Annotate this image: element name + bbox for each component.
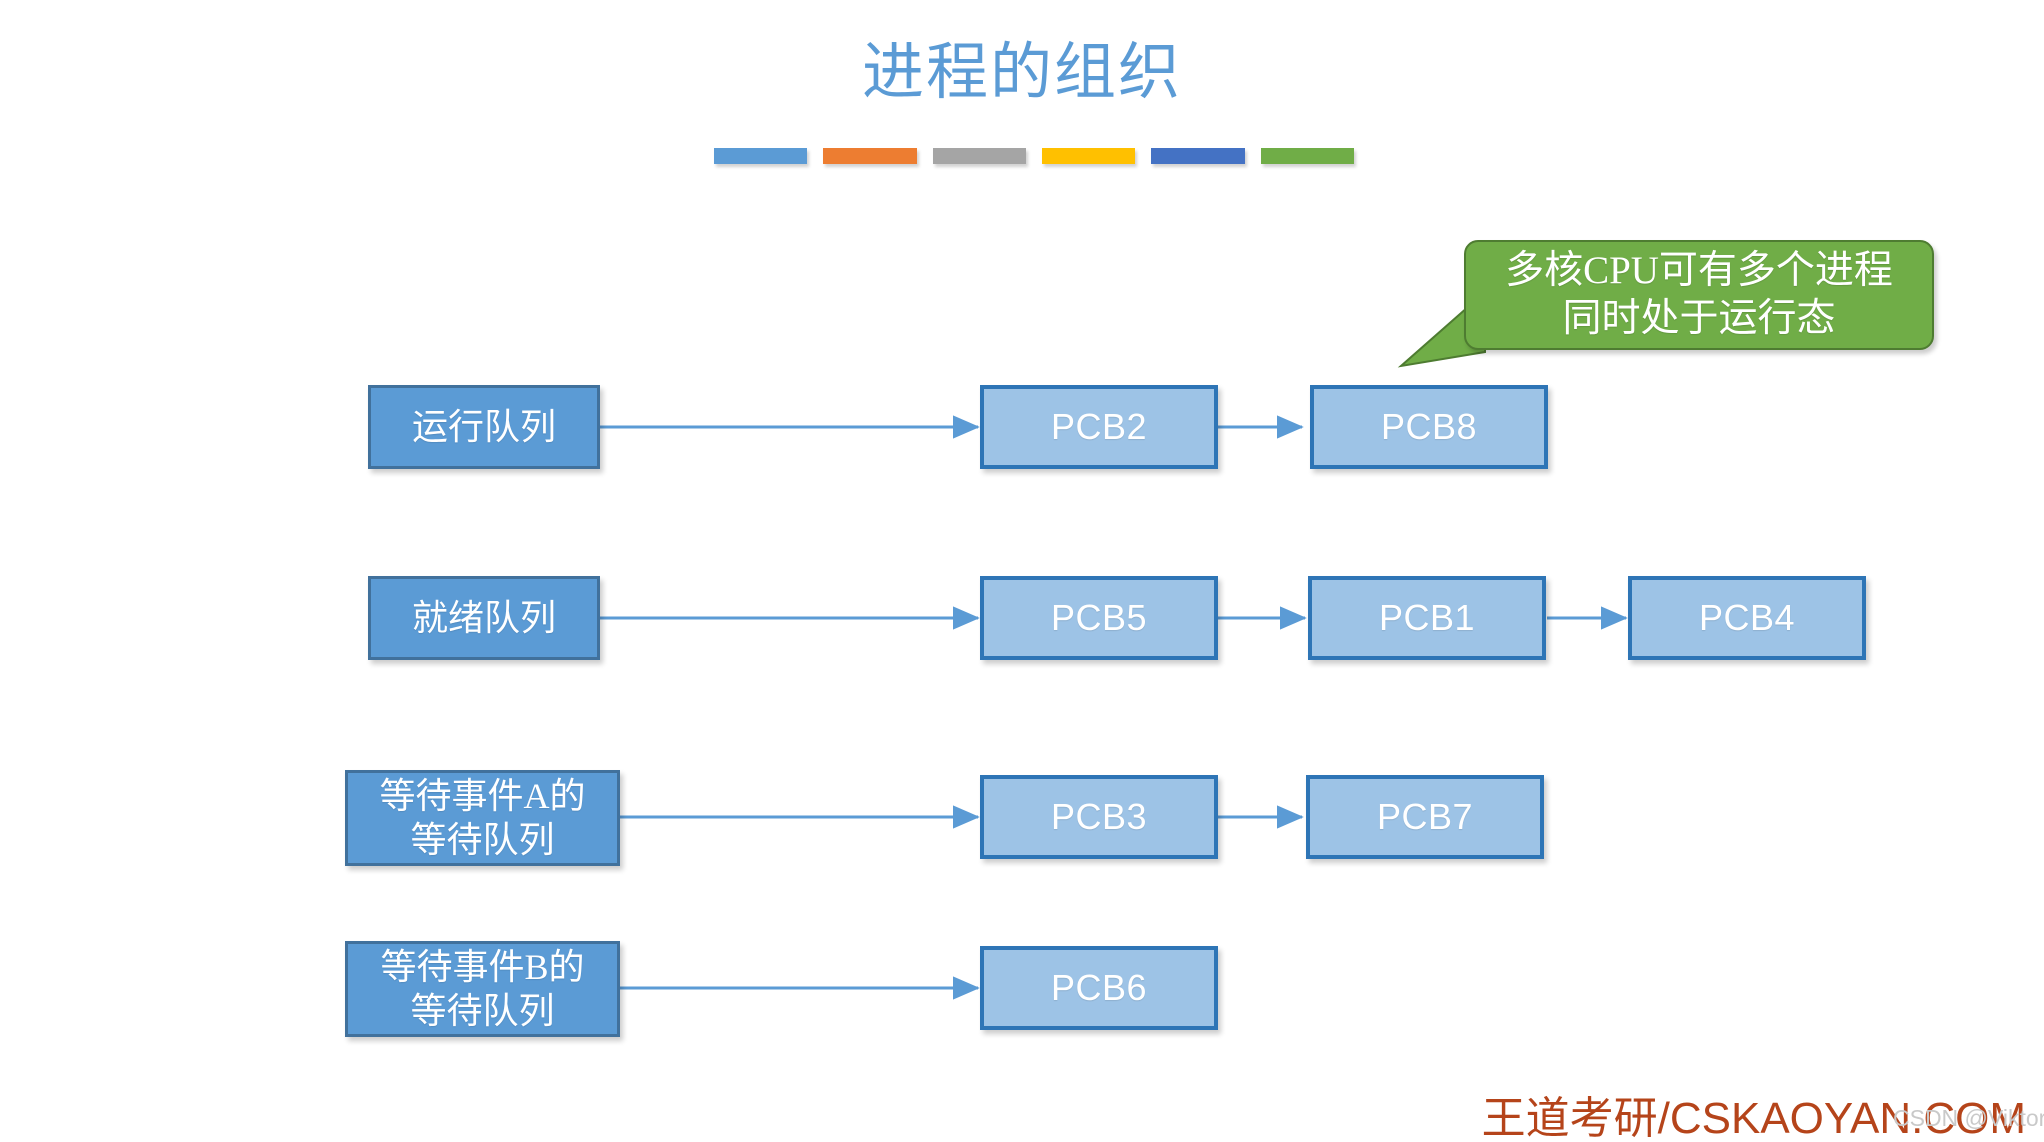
callout-multicore-note: 多核CPU可有多个进程 同时处于运行态 [1464,240,1934,350]
queue-label-text: 就绪队列 [411,598,556,638]
queue-label-run-queue[interactable]: 运行队列 [368,385,600,469]
pcb-node-label: PCB6 [1050,967,1148,1008]
queue-label-text-line-2: 等待队列 [410,991,555,1031]
pcb-node-label: PCB5 [1050,597,1148,638]
pcb-node-pcb2[interactable]: PCB2 [980,385,1218,469]
page-title: 进程的组织 [861,39,1182,107]
pcb-node-pcb8[interactable]: PCB8 [1310,385,1548,469]
accent-segment-gray [932,148,1026,164]
pcb-node-pcb7[interactable]: PCB7 [1306,775,1544,859]
accent-segment-blue [714,148,808,164]
pcb-node-label: PCB2 [1050,406,1148,447]
pcb-node-label: PCB3 [1050,796,1148,837]
callout-line-2: 同时处于运行态 [1562,297,1836,340]
pcb-node-pcb5[interactable]: PCB5 [980,576,1218,660]
accent-segment-green [1260,148,1354,164]
pcb-node-label: PCB7 [1376,796,1474,837]
pcb-node-label: PCB4 [1698,597,1796,638]
queue-label-ready-queue[interactable]: 就绪队列 [368,576,600,660]
footer-brand-text: 王道考研/CSKAOYAN.COM [1481,1094,2026,1142]
accent-segment-dark-blue [1151,148,1245,164]
pcb-node-pcb1[interactable]: PCB1 [1308,576,1546,660]
accent-color-bar [714,148,1354,164]
queue-label-text-line-2: 等待队列 [410,820,555,860]
pcb-node-label: PCB1 [1378,597,1476,638]
queue-label-wait-queue-a[interactable]: 等待事件A的 等待队列 [345,770,620,866]
pcb-node-pcb3[interactable]: PCB3 [980,775,1218,859]
accent-segment-yellow [1041,148,1136,164]
callout-line-1: 多核CPU可有多个进程 [1505,249,1893,292]
queue-label-text-line-1: 等待事件B的 [380,947,585,987]
accent-segment-orange [823,148,917,164]
queue-label-text: 运行队列 [411,407,556,447]
footer-watermark-text: CSDN @Viktoriae [1893,1105,2044,1131]
queue-label-text-line-1: 等待事件A的 [379,776,586,816]
queue-label-wait-queue-b[interactable]: 等待事件B的 等待队列 [345,941,620,1037]
pcb-node-label: PCB8 [1380,406,1478,447]
pcb-node-pcb4[interactable]: PCB4 [1628,576,1866,660]
pcb-node-pcb6[interactable]: PCB6 [980,946,1218,1030]
